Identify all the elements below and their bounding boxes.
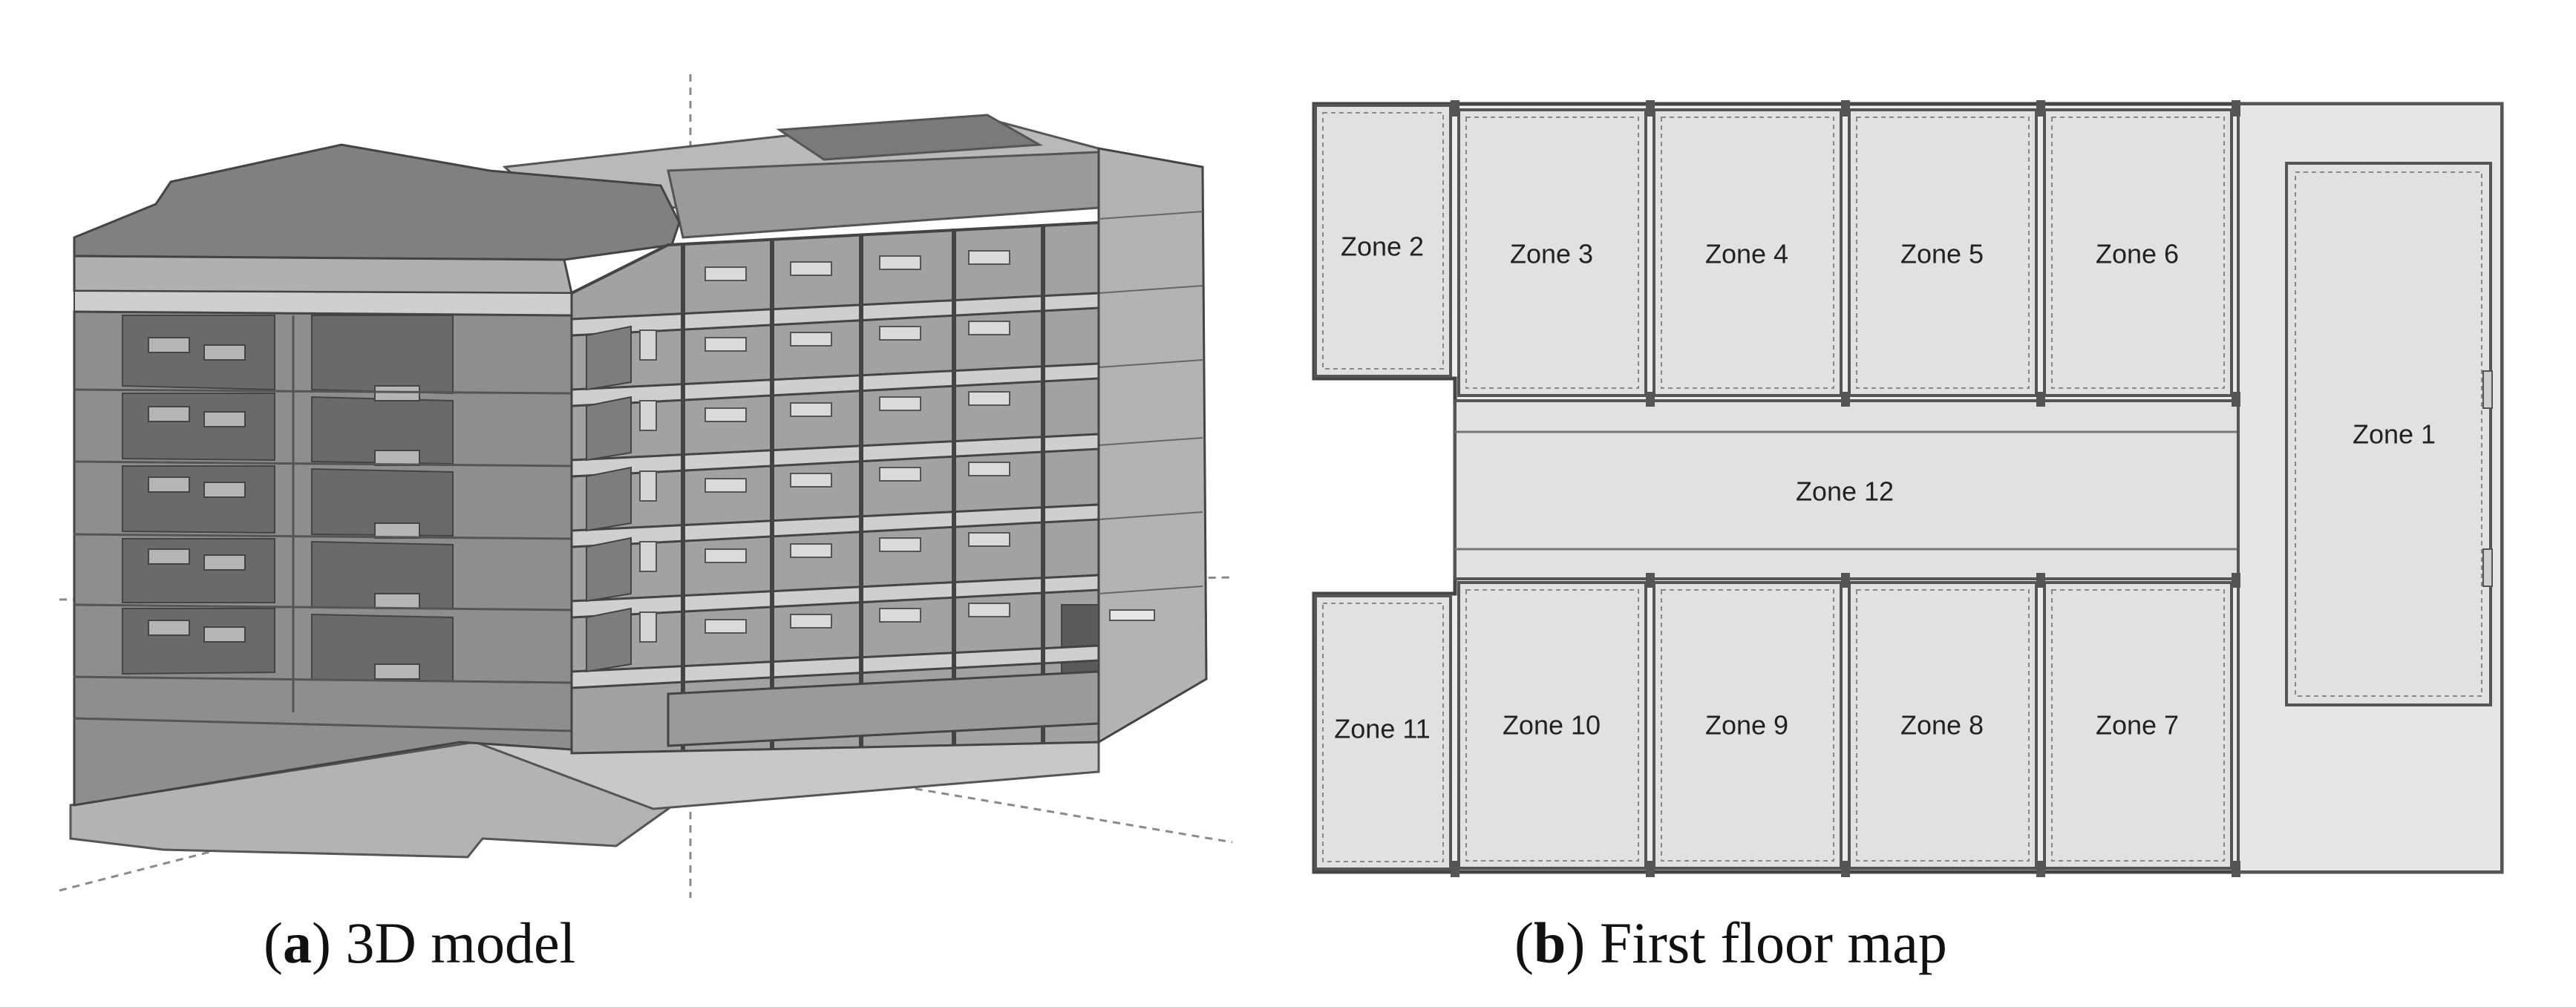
zone-6-area — [2043, 108, 2233, 397]
bottom-row-rooms — [1314, 581, 2233, 870]
zone-1-label: Zone 1 — [2353, 419, 2436, 450]
facade-columns — [681, 224, 1045, 751]
structural-columns — [1451, 100, 2240, 877]
zone-4-area — [1653, 108, 1843, 397]
zone-5-label: Zone 5 — [1900, 239, 1984, 269]
back-block-roof-dark — [776, 114, 1044, 161]
caption-a: (a) 3D model — [264, 911, 576, 975]
zone-1-notch-top — [2482, 370, 2493, 409]
zone-2-label: Zone 2 — [1341, 232, 1424, 262]
zone-1-notch-bottom — [2482, 548, 2493, 587]
zone-12-label: Zone 12 — [1796, 476, 1894, 507]
caption-b-text: First floor map — [1599, 911, 1947, 975]
caption-b-letter: b — [1533, 911, 1566, 975]
zone-2-area — [1314, 104, 1452, 378]
zone-9-area — [1653, 581, 1843, 870]
entrance-sign — [1109, 609, 1155, 621]
balcony-slabs — [570, 292, 1100, 689]
zone-4-label: Zone 4 — [1705, 239, 1788, 269]
zone-3-label: Zone 3 — [1510, 239, 1593, 269]
parapet-line — [571, 221, 1099, 295]
zone-1-inner — [2295, 171, 2482, 697]
top-row-inner-dashes — [1322, 112, 2225, 389]
bottom-row-inner-dashes — [1322, 589, 2225, 862]
top-row-rooms — [1314, 104, 2233, 397]
left-wing-windows — [148, 337, 420, 680]
facade-openings — [705, 250, 1010, 634]
caption-a-letter: a — [282, 911, 312, 975]
panel-b-floor-map: Zone 2 Zone 3 Zone 4 Zone 5 Zone 6 Zone … — [1312, 100, 2504, 877]
zone-3-area — [1457, 108, 1647, 397]
right-end-block — [1097, 147, 1208, 744]
zone-1-area — [2285, 162, 2492, 706]
zone-10-label: Zone 10 — [1503, 710, 1601, 741]
zone-9-label: Zone 9 — [1705, 710, 1788, 741]
left-wing-fascia — [73, 255, 573, 295]
caption-b: (b) First floor map — [1514, 911, 1947, 975]
zone-labels: Zone 2 Zone 3 Zone 4 Zone 5 Zone 6 Zone … — [1334, 232, 2436, 744]
zone-8-label: Zone 8 — [1900, 710, 1984, 741]
zone-6-label: Zone 6 — [2096, 239, 2179, 269]
zone-7-label: Zone 7 — [2096, 710, 2179, 741]
zone-10-area — [1457, 581, 1647, 870]
left-wing-floor-lines — [73, 315, 572, 732]
zone-11-area — [1314, 594, 1452, 870]
zone-7-area — [2043, 581, 2233, 870]
panel-a-3d-model — [59, 74, 1233, 898]
balcony-side-walls — [586, 325, 632, 673]
caption-a-text: 3D model — [345, 911, 576, 975]
zone-11-label: Zone 11 — [1334, 714, 1430, 744]
balcony-small-doors — [639, 329, 657, 643]
zone-5-area — [1848, 108, 2038, 397]
right-end-floor-lines — [1098, 211, 1203, 594]
zone-8-area — [1848, 581, 2038, 870]
ground-floor-storefront — [667, 670, 1100, 747]
